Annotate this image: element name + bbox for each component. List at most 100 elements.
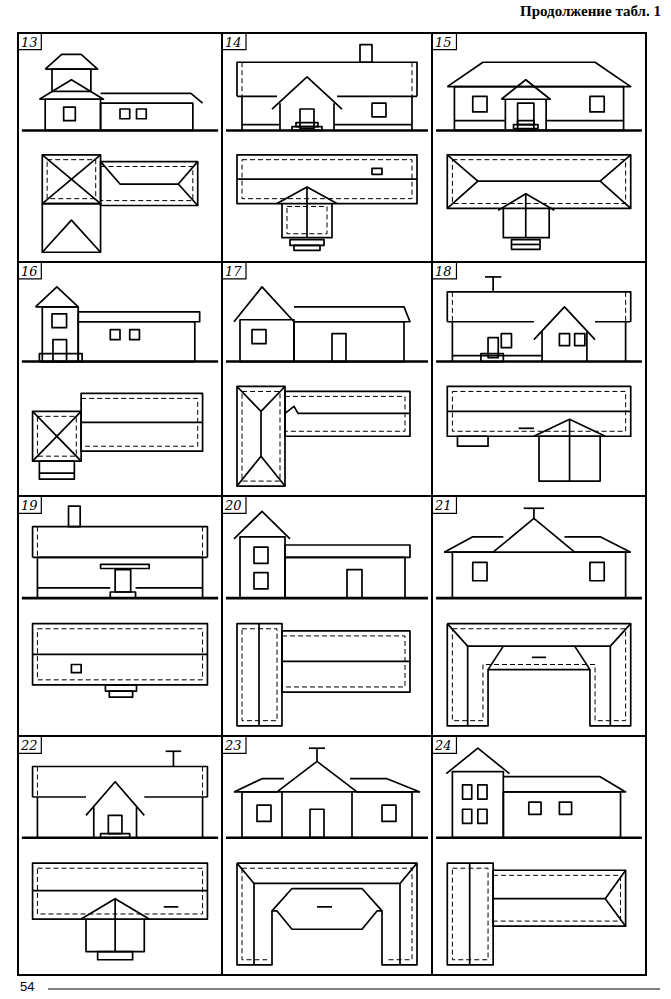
sketch-line — [254, 573, 268, 589]
sketch-line — [454, 120, 505, 122]
house-panel — [18, 496, 218, 697]
sketch-line — [444, 537, 503, 552]
ground-line — [226, 129, 428, 132]
sketch-line — [282, 631, 410, 692]
panel-number: 16 — [21, 265, 38, 278]
ground-line — [226, 597, 428, 600]
house-panel — [222, 496, 428, 726]
sketch-line — [234, 511, 290, 539]
sketch-line — [452, 355, 542, 357]
sketch-line — [382, 805, 396, 821]
sketch-line — [360, 45, 372, 63]
sketch-line — [463, 809, 472, 823]
ground-line — [436, 836, 642, 839]
sketch-line — [257, 805, 271, 821]
sketch-line — [282, 661, 410, 663]
sketch-line — [33, 890, 208, 892]
sketch-line — [78, 312, 199, 322]
table-heading: Продолжение табл. 1 — [520, 4, 661, 19]
table-frame — [18, 33, 646, 975]
sketch-line — [294, 245, 320, 250]
sketch-line — [52, 314, 67, 328]
sketch-line — [447, 863, 493, 965]
house-panel — [432, 262, 642, 481]
sketch-line — [605, 870, 625, 926]
sketch-line — [600, 181, 631, 208]
sketch-line — [454, 87, 623, 131]
sketch-line — [447, 292, 630, 322]
sketch-line — [285, 406, 410, 413]
panel-number: 13 — [21, 36, 38, 49]
panel-number: 24 — [435, 739, 452, 752]
sketch-line — [559, 334, 569, 346]
sketch-line — [279, 103, 281, 130]
eave-line — [202, 527, 203, 558]
sketch-line — [503, 792, 620, 838]
sketch-line — [105, 685, 136, 691]
sketch-line — [332, 334, 346, 362]
sketch-line — [108, 815, 122, 833]
number-box — [432, 496, 456, 513]
sketch-line — [610, 624, 630, 646]
sketch-line — [252, 330, 266, 344]
sketch-line — [447, 411, 630, 413]
sketch-line — [237, 62, 417, 96]
sketch-line — [33, 411, 82, 461]
sketch-line — [334, 124, 412, 126]
sketch-line — [37, 557, 202, 598]
sketch-line — [546, 120, 623, 122]
sketch-line — [110, 330, 120, 340]
sketch-line — [400, 863, 417, 965]
sketch-line — [93, 807, 95, 838]
sketch-line — [525, 194, 527, 238]
sketch-line — [101, 93, 203, 103]
number-box — [432, 262, 456, 279]
sketch-line — [501, 80, 550, 99]
sketch-line — [447, 624, 630, 726]
grid-line — [221, 33, 223, 975]
sketch-line — [372, 168, 382, 174]
grid-line — [18, 495, 646, 497]
house-panel — [18, 33, 218, 252]
sketch-line — [86, 782, 144, 816]
sketch-line — [505, 99, 507, 130]
ground-line — [22, 597, 218, 600]
sketch-line — [333, 103, 335, 130]
sketch-line — [33, 653, 208, 655]
sketch-line — [290, 240, 324, 246]
sketch-line — [447, 321, 534, 323]
sketch-line — [446, 748, 509, 773]
ground-line — [22, 129, 218, 132]
sketch-line — [575, 646, 590, 669]
sketch-line — [101, 162, 198, 184]
sketch-line — [296, 123, 318, 127]
house-panel — [222, 33, 428, 250]
sketch-line — [524, 507, 544, 509]
sketch-line — [53, 340, 67, 362]
sketch-line — [533, 508, 535, 518]
sketch-line — [586, 332, 588, 362]
sketch-line — [478, 809, 487, 823]
sketch-line — [237, 386, 261, 486]
sketch-line — [447, 624, 467, 646]
sketch-line — [444, 518, 630, 552]
eave-line — [412, 62, 413, 96]
sketch-line — [294, 322, 404, 362]
number-box — [18, 262, 41, 279]
sketch-line — [137, 109, 147, 119]
sketch-line — [237, 624, 282, 726]
sketch-line — [254, 547, 268, 563]
sketch-line — [488, 338, 498, 358]
sketch-line — [493, 898, 605, 900]
ground-line — [22, 836, 218, 839]
sketch-line — [306, 187, 308, 238]
sketch-line — [485, 276, 501, 278]
sketch-line — [541, 332, 543, 362]
sketch-line — [81, 393, 202, 451]
sketch-line — [101, 103, 193, 130]
sketch-line — [258, 624, 260, 726]
sketch-line — [518, 121, 534, 125]
sketch-line — [144, 796, 207, 798]
sketch-line — [473, 96, 487, 112]
sketch-line — [130, 330, 140, 340]
